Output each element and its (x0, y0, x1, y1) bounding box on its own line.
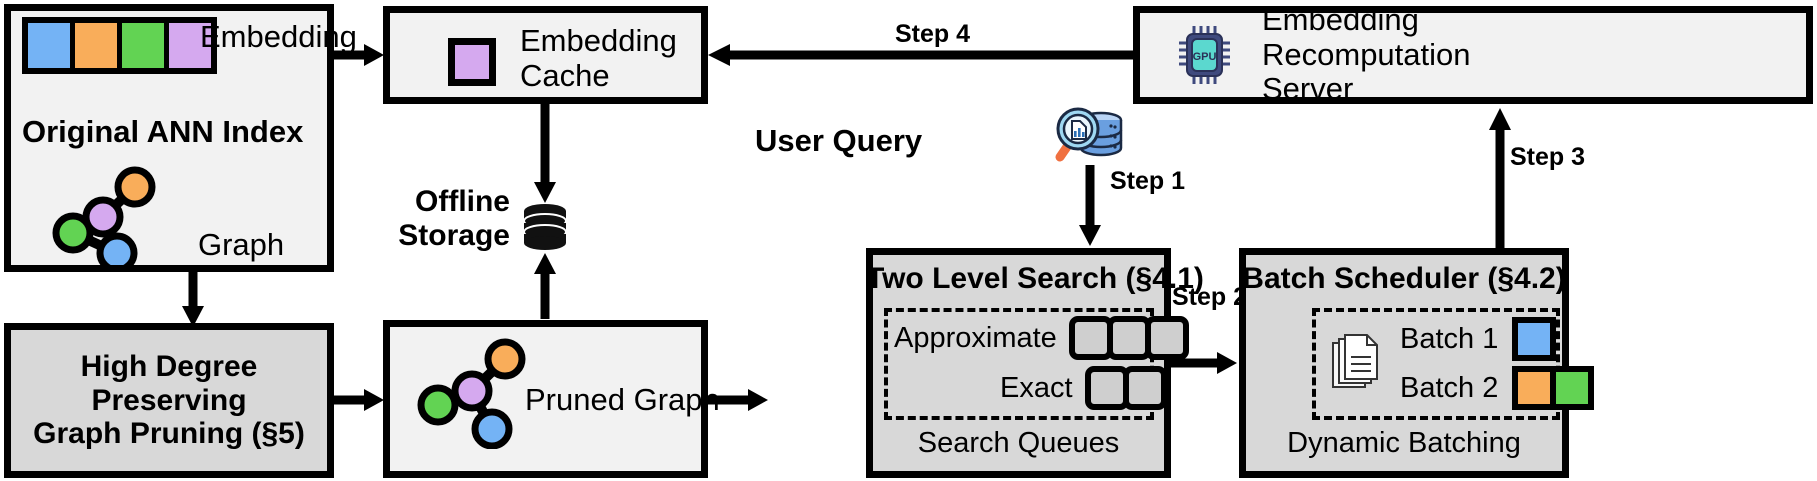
queue-label-approximate: Approximate (894, 321, 1057, 354)
arrow-pruning-to-prunedgraph (334, 389, 384, 411)
queue-cell (1084, 366, 1129, 410)
svg-text:GPU: GPU (1193, 51, 1217, 63)
batch-cell-blue (1512, 317, 1557, 361)
documents-stack-icon (1332, 334, 1378, 388)
query-search-database-icon (1055, 107, 1123, 162)
recomputation-server-content: GPU Embedding Recomputation Server (1133, 1, 1813, 107)
queue-row-exact: Exact (1000, 366, 1167, 410)
two-level-search-title: Two Level Search (§4.1) (866, 262, 1204, 295)
pruned-graph-visual (417, 338, 526, 449)
batch-1-cells (1512, 317, 1557, 361)
queue-cells-exact (1084, 366, 1167, 410)
arrow-index-to-pruning (182, 272, 204, 327)
graph-label: Graph (198, 227, 285, 262)
search-queues-caption: Search Queues (917, 427, 1120, 459)
arrow-step3 (1489, 108, 1511, 250)
embedding-cache-swatch-purple (448, 38, 496, 86)
embedding-swatch-blue (28, 23, 70, 68)
step-1-label: Step 1 (1110, 167, 1186, 195)
batch-cell-green (1550, 366, 1595, 410)
step-3-label: Step 3 (1510, 143, 1586, 171)
batch-row-1: Batch 1 (1400, 317, 1557, 361)
dynamic-batching-caption: Dynamic Batching (1287, 427, 1521, 459)
recomputation-server-title: Embedding Recomputation Server (1262, 1, 1471, 107)
arrow-prunedgraph-to-storage (534, 253, 556, 319)
embedding-cache-title: Embedding Cache (520, 23, 677, 93)
queue-cell (1144, 316, 1189, 360)
original-index-graph (52, 166, 156, 265)
embedding-cache-box (383, 6, 708, 104)
embedding-swatch-green (122, 23, 164, 68)
embedding-swatch-strip (22, 17, 217, 74)
queue-label-exact: Exact (1000, 371, 1073, 404)
batch-scheduler-title: Batch Scheduler (§4.2) (1242, 262, 1566, 295)
embedding-swatch-purple (169, 23, 211, 68)
database-cylinder-icon (523, 204, 567, 250)
graph-pruning-title: High Degree Preserving Graph Pruning (§5… (33, 350, 305, 451)
user-query-label: User Query (755, 123, 923, 158)
two-level-search-box (866, 248, 1171, 478)
batch-row-2: Batch 2 (1400, 366, 1595, 410)
batch-2-label: Batch 2 (1400, 371, 1499, 404)
batch-scheduler-box (1239, 248, 1569, 478)
offline-storage-label: Offline Storage (398, 185, 510, 252)
embedding-swatch-orange (75, 23, 117, 68)
step-2-label: Step 2 (1172, 283, 1248, 311)
gpu-chip-icon: GPU (1179, 26, 1230, 84)
queue-cells-approximate (1068, 316, 1189, 360)
search-queues-panel (884, 308, 1154, 420)
queue-row-approximate: Approximate (894, 316, 1189, 360)
batch-2-cells (1512, 366, 1595, 410)
batch-1-label: Batch 1 (1400, 322, 1499, 355)
graph-pruning-box: High Degree Preserving Graph Pruning (§5… (4, 323, 334, 478)
arrow-cache-to-storage (534, 104, 556, 203)
queue-cell (1122, 366, 1167, 410)
embedding-label: Embedding (200, 19, 357, 54)
step-4-label: Step 4 (895, 20, 971, 48)
original-ann-index-title: Original ANN Index (22, 114, 304, 149)
dynamic-batching-panel (1312, 308, 1560, 420)
pruned-graph-label: Pruned Graph (525, 382, 720, 417)
arrow-step1 (1079, 165, 1101, 246)
